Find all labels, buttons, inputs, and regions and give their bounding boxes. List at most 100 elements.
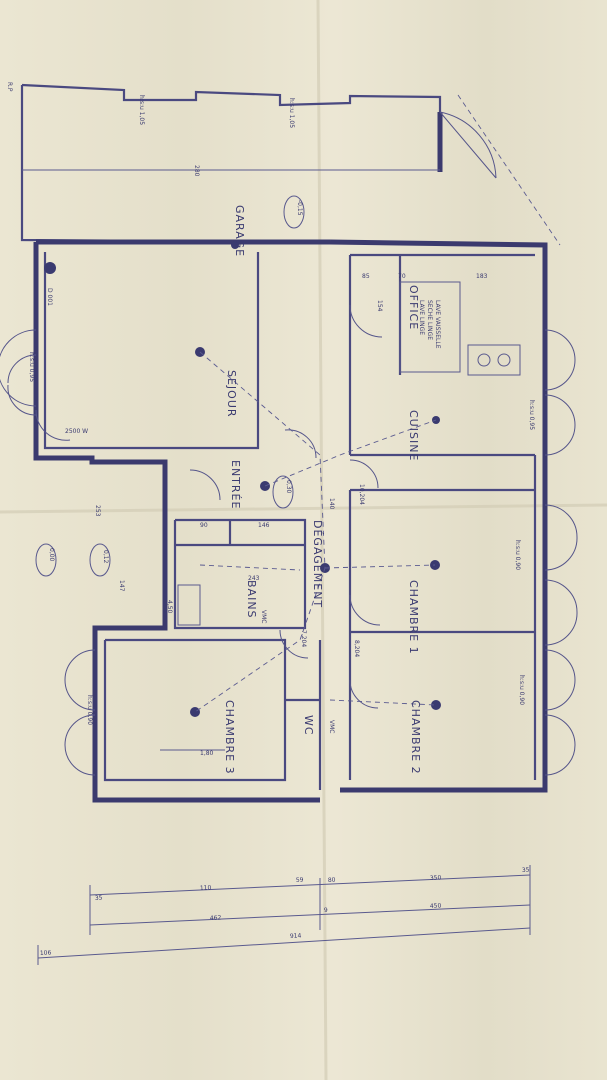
- window-label-sejour: h:s:u 0,95: [28, 352, 35, 382]
- dim-sejour-b: 147: [118, 580, 125, 592]
- room-label-entree: ENTRÉE: [229, 460, 242, 509]
- dim-p3: 80: [328, 877, 336, 884]
- window-shutter: [544, 504, 578, 571]
- dim-outside: 106: [40, 949, 52, 957]
- window-shutter: [64, 649, 96, 711]
- door-swing: [349, 679, 379, 709]
- room-label-chambre1: CHAMBRE 1: [407, 580, 420, 655]
- level-hall: 0,12: [102, 550, 109, 564]
- room-label-sejour: SEJOUR: [225, 370, 238, 418]
- dim-cuisine: 140: [328, 498, 335, 510]
- dim-total: 914: [290, 932, 302, 940]
- paper-fold: [316, 0, 328, 1080]
- sejour-walls: [43, 252, 260, 450]
- level-entree: 0,30: [285, 480, 292, 494]
- ceiling-light-icon: [190, 707, 200, 717]
- wiring-run: [264, 419, 437, 487]
- window-label-chambre1: h:s:u 0,90: [514, 540, 521, 570]
- room-label-office: OFFICE: [407, 285, 420, 330]
- garage-diagonal: [457, 94, 561, 246]
- sink-unit: [467, 344, 521, 376]
- dim-right: 450: [430, 902, 442, 910]
- level-main: 0,00: [48, 548, 55, 562]
- window-shutter: [544, 394, 576, 456]
- dim-bath-c: 243: [248, 575, 260, 582]
- house-wall-west: [33, 242, 320, 803]
- dim-mid: 9: [324, 907, 328, 914]
- corner-marker: R.P: [6, 82, 13, 92]
- window-shutter: [544, 714, 576, 776]
- door-swing: [349, 594, 381, 626]
- dim-garage-width: 280: [193, 165, 200, 177]
- bains-vmc-label: VMC: [260, 610, 267, 623]
- room-label-bains: BAINS: [245, 580, 258, 619]
- dim-office-b: 70: [398, 273, 406, 280]
- radiator-label: 2500 W: [65, 428, 88, 435]
- dimension-line-1: [89, 874, 531, 896]
- window-shutter: [64, 714, 96, 776]
- window-shutter: [7, 354, 37, 416]
- window-shutter: [544, 329, 576, 391]
- dim-p1: 110: [200, 884, 212, 892]
- room-label-chambre3: CHAMBRE 3: [223, 700, 236, 775]
- room-label-chambre2: CHAMBRE 2: [409, 700, 422, 775]
- door-swing: [349, 304, 383, 338]
- window-label-chambre2: h:s:u 0,90: [518, 675, 525, 705]
- dim-office-a: 85: [362, 273, 370, 280]
- dimension-line-2: [89, 904, 531, 926]
- wiring-run: [324, 564, 436, 569]
- door-swing: [279, 629, 309, 659]
- level-circle: [89, 543, 111, 577]
- ceiling-light-icon: [431, 700, 441, 710]
- door-swing: [35, 409, 71, 441]
- dim-p2: 59: [296, 877, 304, 884]
- dim-office-d: 154: [376, 300, 383, 312]
- office-equipment-block: [399, 281, 461, 373]
- dim-p6: 35: [522, 867, 530, 874]
- window-label-garage-2: h:s:u 1,05: [288, 98, 295, 128]
- dim-bath-d: 4,50: [166, 600, 173, 614]
- wiring-run: [199, 564, 301, 571]
- garage-wall-left: [20, 85, 331, 244]
- window-label-cuisine: h:s:u 0,95: [528, 400, 535, 430]
- sink-bowl: [477, 353, 491, 367]
- dimension-line-3: [37, 927, 531, 959]
- door-ref-label: 10,204: [358, 484, 365, 505]
- dim-office-c: 183: [476, 273, 488, 280]
- window-shutter: [544, 579, 578, 646]
- door-ref-label: 7,204: [300, 630, 307, 647]
- level-circle: [283, 195, 305, 229]
- bains-walls: [173, 518, 307, 630]
- room-label-wc: WC: [302, 715, 315, 736]
- dim-sejour-a: 253: [94, 505, 101, 517]
- garage-door-leaf: [439, 111, 497, 179]
- door-swing: [189, 469, 221, 501]
- dim-bath-a: 90: [200, 522, 208, 529]
- door-swing: [284, 429, 317, 459]
- level-marker-icon: [44, 262, 56, 274]
- level-circle: [272, 475, 294, 509]
- dim-chambre3: 1,80: [200, 750, 214, 757]
- level-garage: -0,15: [296, 200, 303, 216]
- room-label-degagement: DÉGAGEMENT: [311, 520, 324, 608]
- dim-left: 462: [210, 914, 222, 922]
- dim-bath-b: 146: [258, 522, 270, 529]
- bathtub: [177, 584, 201, 626]
- chambre3-walls: [103, 638, 287, 782]
- plan-marker: D 001: [46, 288, 53, 306]
- office-equip-label: LAVE VAISSELLE: [434, 300, 441, 349]
- sink-bowl: [497, 353, 511, 367]
- room-label-cuisine: CUISINE: [407, 410, 420, 461]
- door-swing: [349, 459, 379, 489]
- house-wall-east: [329, 239, 548, 793]
- office-equip-label: SECHE LINGE: [426, 300, 433, 340]
- window-label-garage-1: h:s:u 1,05: [138, 95, 145, 125]
- level-circle: [35, 543, 57, 577]
- wc-vmc-label: VMC: [328, 720, 335, 733]
- paper-fold: [0, 503, 607, 514]
- dim-p4: 350: [430, 874, 442, 882]
- room-label-garage: GARAGE: [233, 205, 246, 257]
- office-equip-label: LAVE LINGE: [418, 300, 425, 335]
